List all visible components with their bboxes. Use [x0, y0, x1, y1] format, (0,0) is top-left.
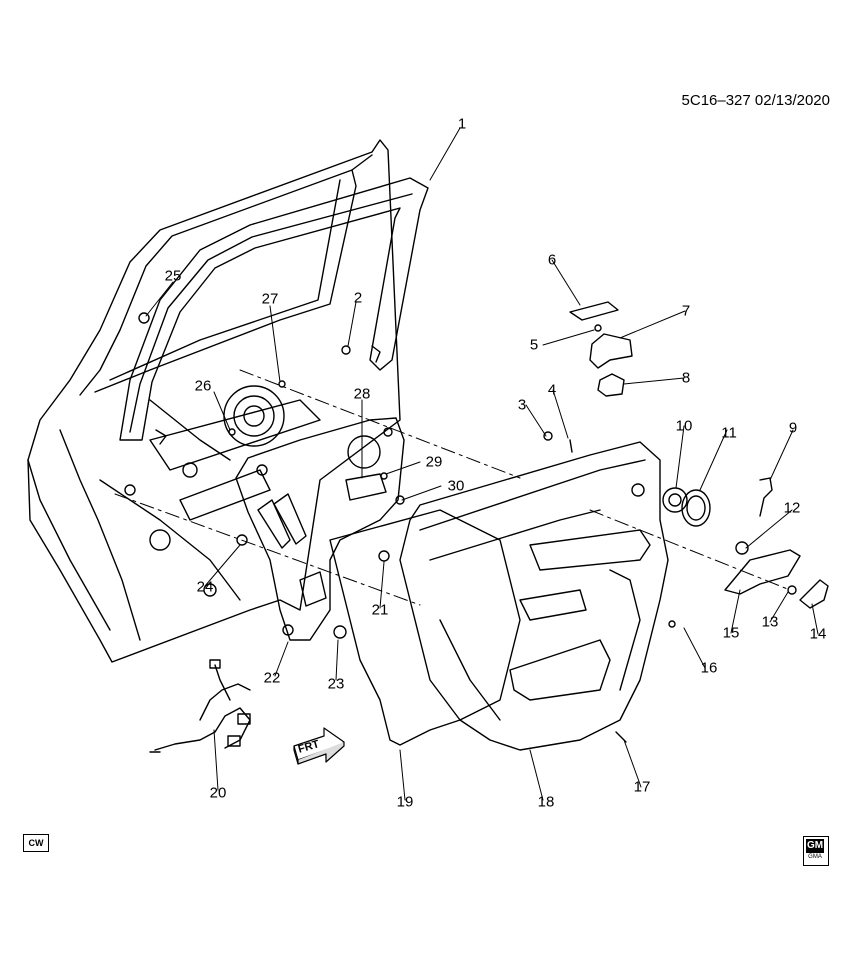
- callout-13: 13: [761, 613, 779, 631]
- handle-cover: [799, 579, 829, 609]
- callout-8: 8: [681, 369, 691, 387]
- speaker: [662, 487, 688, 513]
- sound-insulator: [235, 417, 405, 641]
- callout-2: 2: [353, 289, 363, 307]
- callout-30: 30: [447, 477, 465, 495]
- callout-15: 15: [722, 624, 740, 642]
- water-deflector: [329, 509, 521, 746]
- window-channel: [119, 177, 429, 445]
- callout-18: 18: [537, 793, 555, 811]
- callout-23: 23: [327, 675, 345, 693]
- inside-handle: [724, 541, 801, 595]
- speaker-grille: [681, 489, 711, 527]
- fasteners: [138, 312, 797, 743]
- gm-logo-mark: GM: [806, 839, 824, 853]
- callout-14: 14: [809, 625, 827, 643]
- gm-logo-sub: GMA: [808, 854, 822, 860]
- callout-6: 6: [547, 251, 557, 269]
- callout-27: 27: [261, 290, 279, 308]
- callout-11: 11: [721, 424, 737, 442]
- callout-9: 9: [788, 419, 798, 437]
- callout-24: 24: [196, 578, 214, 596]
- callout-21: 21: [371, 601, 389, 619]
- callout-16: 16: [700, 659, 718, 677]
- trim-panel: [399, 441, 669, 751]
- callout-17: 17: [633, 778, 651, 796]
- switch-bezel: [569, 301, 619, 321]
- callout-4: 4: [547, 381, 557, 399]
- door-inner-panel: [27, 139, 401, 663]
- callout-20: 20: [209, 784, 227, 802]
- switch-housing: [589, 333, 633, 369]
- gm-logo: GM GMA: [803, 836, 829, 866]
- callout-12: 12: [783, 499, 801, 517]
- callout-3: 3: [517, 396, 527, 414]
- window-switch: [597, 373, 625, 397]
- regulator-bracket: [345, 473, 387, 501]
- callout-26: 26: [194, 377, 212, 395]
- callout-29: 29: [425, 453, 443, 471]
- callout-10: 10: [675, 417, 693, 435]
- front-direction-arrow-icon: [293, 727, 345, 765]
- callout-22: 22: [263, 669, 281, 687]
- cw-badge: CW: [23, 834, 49, 852]
- callout-5: 5: [529, 336, 539, 354]
- diagram-code: 5C16–327 02/13/2020: [681, 92, 830, 109]
- callout-28: 28: [353, 385, 371, 403]
- callout-19: 19: [396, 793, 414, 811]
- release-cable: [759, 477, 773, 517]
- callout-7: 7: [681, 302, 691, 320]
- leader-lines: [145, 127, 819, 801]
- alignment-lines: [114, 369, 791, 606]
- wiring-harness: [149, 659, 251, 753]
- callout-25: 25: [164, 267, 182, 285]
- callout-1: 1: [457, 115, 467, 133]
